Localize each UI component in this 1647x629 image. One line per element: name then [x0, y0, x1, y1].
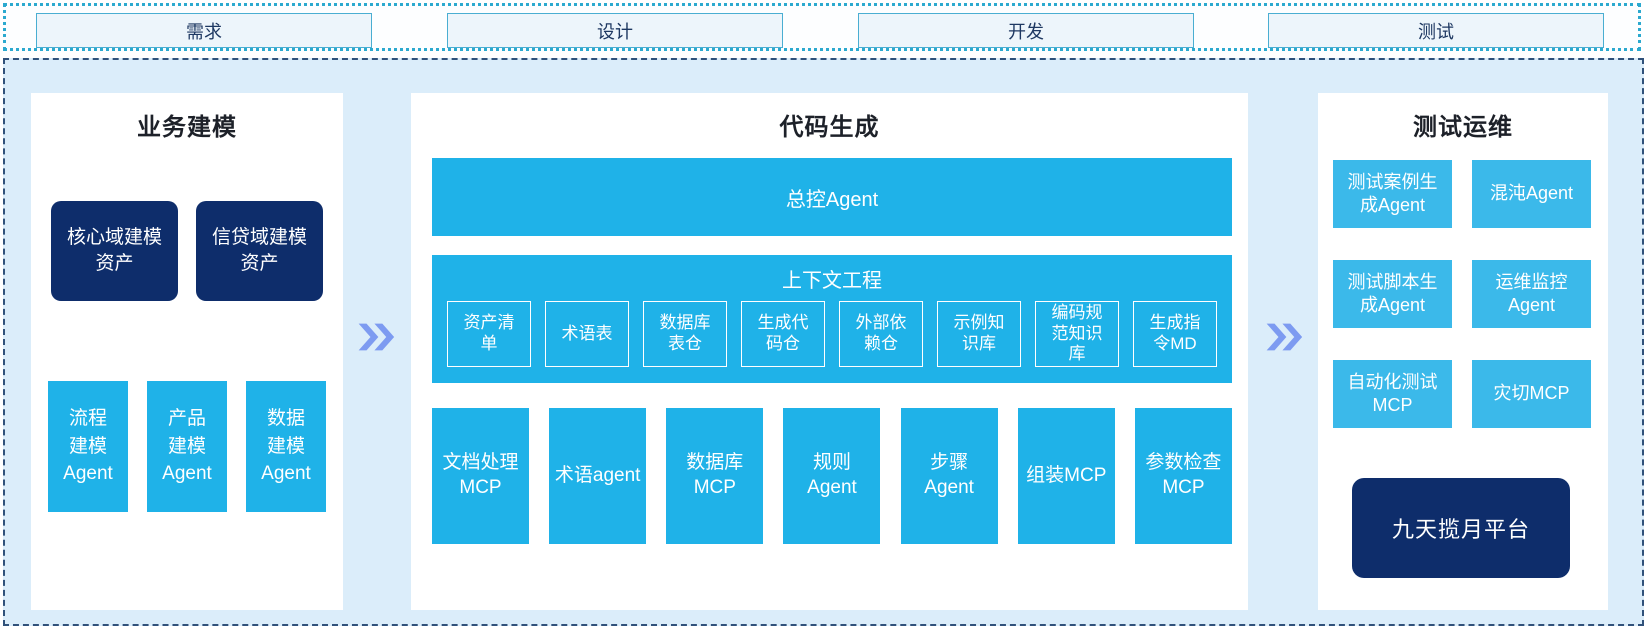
master-agent-bar: 总控Agent	[432, 158, 1232, 236]
context-engineering-block: 上下文工程 资产清单 术语表 数据库表仓 生成代码仓 外部依赖仓 示例知识库 编…	[432, 255, 1232, 383]
phase-label: 设计	[597, 21, 633, 42]
tools-row: 文档处理MCP 术语agent 数据库MCP 规则Agent 步骤Agent 组…	[432, 408, 1232, 544]
asset-list-box: 资产清单	[447, 301, 531, 367]
product-modeling-agent-box: 产品建模Agent	[147, 381, 227, 512]
context-engineering-title: 上下文工程	[782, 270, 882, 292]
code-generation-panel: 代码生成 总控Agent 上下文工程 资产清单 术语表 数据库表仓 生成代码仓 …	[411, 93, 1248, 610]
chaos-agent-box: 混沌Agent	[1472, 160, 1591, 228]
jiutian-lanyue-platform-box: 九天揽月平台	[1352, 478, 1570, 578]
phase-box-design: 设计	[447, 13, 783, 48]
panel-title: 代码生成	[779, 114, 880, 141]
phase-box-development: 开发	[858, 13, 1194, 48]
phase-label: 测试	[1418, 21, 1454, 42]
test-case-gen-agent-box: 测试案例生成Agent	[1333, 160, 1452, 228]
automated-test-mcp-box: 自动化测试MCP	[1333, 360, 1452, 428]
test-ops-panel: 测试运维 测试案例生成Agent 混沌Agent 测试脚本生成Agent 运维监…	[1318, 93, 1608, 610]
phase-label: 需求	[186, 21, 222, 42]
data-modeling-agent-box: 数据建模Agent	[246, 381, 326, 512]
db-table-repo-box: 数据库表仓	[643, 301, 727, 367]
phase-box-testing: 测试	[1268, 13, 1604, 48]
doc-processing-mcp-box: 文档处理MCP	[432, 408, 529, 544]
test-script-gen-agent-box: 测试脚本生成Agent	[1333, 260, 1452, 328]
ops-monitoring-agent-box: 运维监控Agent	[1472, 260, 1591, 328]
double-chevron-right-icon	[358, 323, 395, 351]
process-modeling-agent-box: 流程建模Agent	[48, 381, 128, 512]
generated-code-repo-box: 生成代码仓	[741, 301, 825, 367]
generate-instruction-md-box: 生成指令MD	[1133, 301, 1217, 367]
rule-agent-box: 规则Agent	[783, 408, 881, 544]
context-items-row: 资产清单 术语表 数据库表仓 生成代码仓 外部依赖仓 示例知识库 编码规范知识库…	[447, 301, 1217, 367]
coding-standard-kb-box: 编码规范知识库	[1035, 301, 1119, 367]
param-check-mcp-box: 参数检查MCP	[1134, 408, 1232, 544]
phase-box-requirements: 需求	[36, 13, 372, 48]
core-domain-asset-box: 核心域建模资产	[51, 201, 178, 301]
glossary-box: 术语表	[545, 301, 629, 367]
disaster-switch-mcp-box: 灾切MCP	[1472, 360, 1591, 428]
panel-title: 业务建模	[137, 114, 237, 141]
test-ops-grid: 测试案例生成Agent 混沌Agent 测试脚本生成Agent 运维监控Agen…	[1333, 160, 1593, 428]
double-chevron-right-icon	[1266, 323, 1303, 351]
glossary-agent-box: 术语agent	[549, 408, 647, 544]
main-container: 业务建模 核心域建模资产 信贷域建模资产 流程建模Agent 产品建模Agent…	[3, 58, 1644, 626]
modeling-assets-row: 核心域建模资产 信贷域建模资产	[31, 201, 343, 301]
step-agent-box: 步骤Agent	[900, 408, 998, 544]
example-kb-box: 示例知识库	[937, 301, 1021, 367]
database-mcp-box: 数据库MCP	[666, 408, 764, 544]
assembly-mcp-box: 组装MCP	[1017, 408, 1115, 544]
business-modeling-panel: 业务建模 核心域建模资产 信贷域建模资产 流程建模Agent 产品建模Agent…	[31, 93, 343, 610]
external-deps-repo-box: 外部依赖仓	[839, 301, 923, 367]
phase-band: 需求 设计 开发 测试	[3, 3, 1641, 51]
modeling-agents-row: 流程建模Agent 产品建模Agent 数据建模Agent	[31, 381, 343, 512]
phase-label: 开发	[1008, 21, 1044, 42]
panel-title: 测试运维	[1413, 114, 1513, 141]
credit-domain-asset-box: 信贷域建模资产	[196, 201, 323, 301]
